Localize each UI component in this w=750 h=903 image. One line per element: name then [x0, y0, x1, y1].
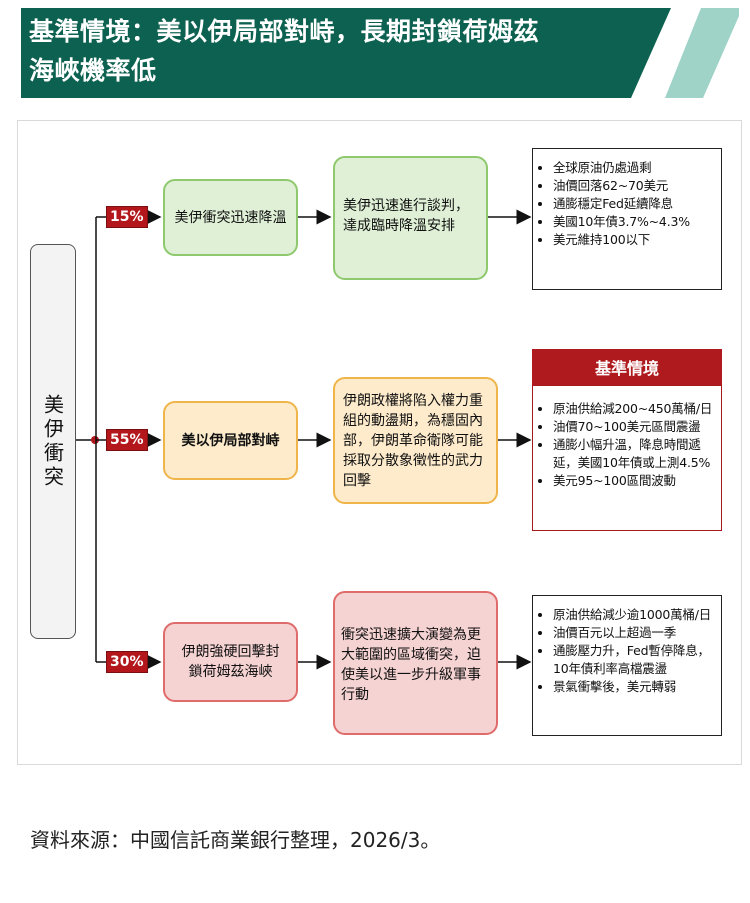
- trigger-box-2: 美以伊局部對峙: [163, 401, 298, 480]
- outcome-item: 通膨小幅升溫，降息時間遞延，美國10年債或上測4.5%: [553, 436, 715, 472]
- page-title: 基準情境：美以伊局部對峙，長期封鎖荷姆茲 海峽機率低: [29, 17, 540, 85]
- source-note: 資料來源：中國信託商業銀行整理，2026/3。: [30, 828, 441, 852]
- trigger-box-1: 美伊衝突迅速降溫: [163, 179, 298, 256]
- detail-box-2: 伊朗政權將陷入權力重組的動盪期，為穩固內部，伊朗革命衛隊可能採取分散象徵性的武力…: [333, 377, 498, 504]
- outcome-item: 油價百元以上超過一季: [553, 624, 715, 642]
- outcome-item: 美元維持100以下: [553, 231, 715, 249]
- outcome-item: 美國10年債3.7%~4.3%: [553, 213, 715, 231]
- detail-text-2: 伊朗政權將陷入權力重組的動盪期，為穩固內部，伊朗革命衛隊可能採取分散象徵性的武力…: [343, 393, 483, 489]
- header-banner: 基準情境：美以伊局部對峙，長期封鎖荷姆茲 海峽機率低: [21, 8, 739, 98]
- detail-text-1: 美伊迅速進行談判，達成臨時降溫安排: [343, 198, 469, 234]
- trigger-label-1: 美伊衝突迅速降溫: [174, 209, 287, 226]
- root-node: [30, 244, 76, 639]
- trigger-box-3: 伊朗強硬回擊封鎖荷姆茲海峽: [163, 622, 298, 702]
- detail-text-3: 衝突迅速擴大演變為更大範圍的區域衝突，迫使美以進一步升級軍事行動: [341, 627, 481, 703]
- outcome-item: 通膨穩定Fed延續降息: [553, 195, 715, 213]
- probability-badge-3: 30%: [106, 651, 148, 673]
- outcome-item: 景氣衝擊後，美元轉弱: [553, 678, 715, 696]
- outcome-item: 美元95~100區間波動: [553, 472, 715, 490]
- detail-box-1: 美伊迅速進行談判，達成臨時降溫安排: [333, 156, 488, 280]
- trigger-label-2: 美以伊局部對峙: [181, 432, 280, 449]
- outcome-item: 通膨壓力升，Fed暫停降息，10年債利率高檔震盪: [553, 642, 715, 678]
- outcome-item: 油價70~100美元區間震盪: [553, 418, 715, 436]
- outcome-item: 原油供給減200~450萬桶/日: [553, 400, 715, 418]
- root-label: 美伊衝突: [40, 393, 65, 490]
- header-shape: [21, 8, 739, 98]
- junction-dot: [91, 436, 99, 444]
- outcome-item: 全球原油仍處過剩: [553, 159, 715, 177]
- outcome-item: 油價回落62~70美元: [553, 177, 715, 195]
- outcome-box-1: 全球原油仍處過剩 油價回落62~70美元 通膨穩定Fed延續降息 美國10年債3…: [532, 148, 722, 290]
- outcome-box-3: 原油供給減少逾1000萬桶/日 油價百元以上超過一季 通膨壓力升，Fed暫停降息…: [532, 595, 722, 736]
- trigger-label-3: 伊朗強硬回擊封鎖荷姆茲海峽: [181, 644, 280, 680]
- probability-badge-1: 15%: [106, 206, 148, 228]
- baseline-scenario-heading: 基準情境: [532, 349, 722, 385]
- outcome-item: 原油供給減少逾1000萬桶/日: [553, 606, 715, 624]
- outcome-box-2: 原油供給減200~450萬桶/日 油價70~100美元區間震盪 通膨小幅升溫，降…: [532, 385, 722, 531]
- probability-badge-2: 55%: [106, 429, 148, 451]
- detail-box-3: 衝突迅速擴大演變為更大範圍的區域衝突，迫使美以進一步升級軍事行動: [333, 591, 498, 735]
